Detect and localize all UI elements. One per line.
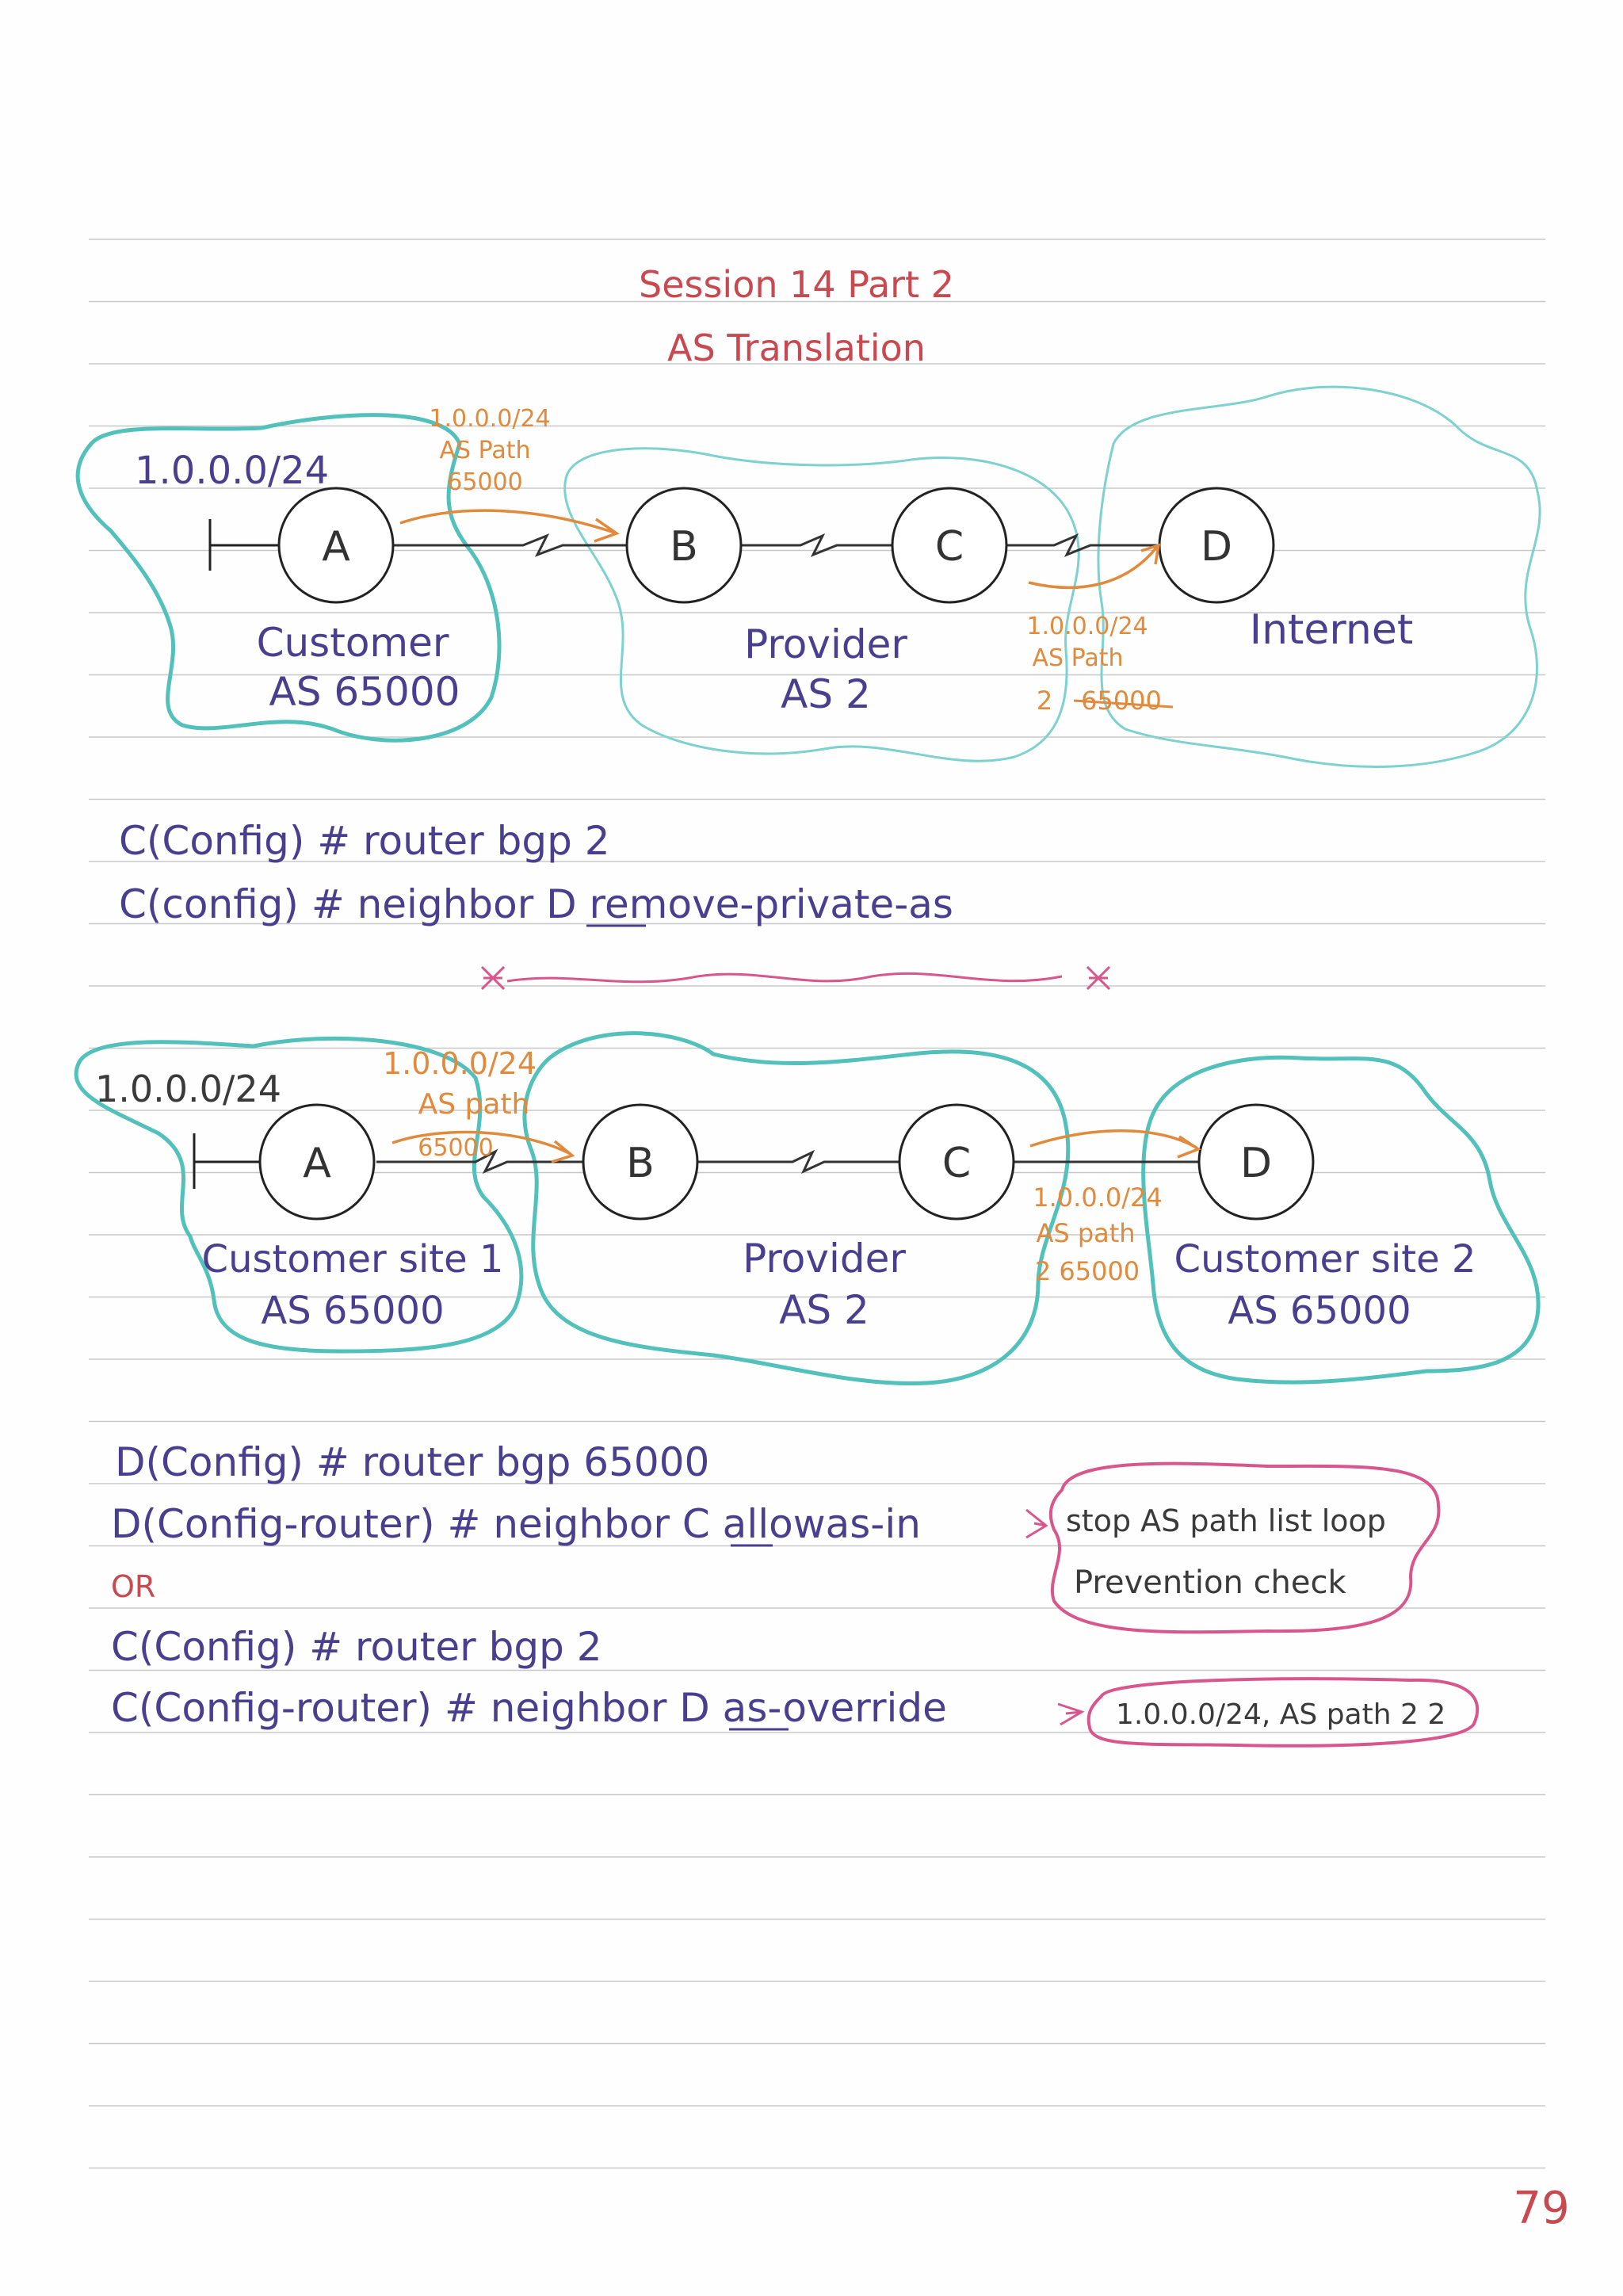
provider2-region-name: Provider (743, 1236, 906, 1282)
router-d-label: D (1201, 523, 1232, 571)
link-c-d (1006, 536, 1157, 555)
adv2-prefix: 1.0.0.0/24 (1026, 613, 1148, 640)
router-a-label: A (322, 523, 350, 571)
adv2-path: 2 (1037, 686, 1052, 716)
router-a-2: A (260, 1105, 374, 1219)
router-c: C (892, 488, 1006, 602)
or-label: OR (111, 1569, 155, 1604)
allowas-note-line1: stop AS path list loop (1066, 1503, 1386, 1538)
router-a: A (279, 488, 393, 602)
adv1-label: AS Path (439, 437, 530, 464)
adv2-label: AS Path (1032, 644, 1123, 672)
adv2-struck-as: 65000 (1081, 686, 1162, 716)
diagram-1: A B C D 1.0.0.0/24 1.0.0.0/24 AS Path 65… (78, 387, 1540, 766)
router-d: D (1159, 488, 1274, 602)
site1-region-name: Customer site 1 (202, 1237, 504, 1282)
customer-region-name: Customer (257, 620, 449, 666)
link-b-c (741, 536, 892, 555)
diagram-2: A B C D 1.0.0.0/24 1.0.0.0/24 AS path 65… (76, 1033, 1538, 1384)
router-c-2-label: C (942, 1140, 971, 1187)
session-title: Session 14 Part 2 (639, 263, 954, 306)
config1-line1: C(Config) # router bgp 2 (119, 818, 610, 864)
site2-region-name: Customer site 2 (1174, 1237, 1476, 1282)
router-b: B (627, 488, 741, 602)
router-b-2-label: B (626, 1140, 655, 1187)
router-d-2: D (1199, 1105, 1313, 1219)
customer-region-as: AS 65000 (269, 669, 460, 715)
adv3-prefix: 1.0.0.0/24 (383, 1046, 537, 1081)
adv3-label: AS path (418, 1088, 530, 1121)
router-a-2-label: A (303, 1140, 331, 1187)
provider-region-as: AS 2 (781, 671, 871, 717)
router-b-label: B (670, 523, 698, 571)
link-b-c-2 (697, 1152, 899, 1171)
site2-region-as: AS 65000 (1228, 1289, 1411, 1333)
config2-line3: C(Config) # router bgp 2 (111, 1624, 602, 1670)
advertisement-arrow-4 (1030, 1131, 1197, 1148)
internet-region-name: Internet (1250, 606, 1413, 654)
prefix-label-1: 1.0.0.0/24 (135, 449, 329, 493)
adv4-path: 2 65000 (1035, 1256, 1140, 1286)
provider2-region-as: AS 2 (779, 1287, 869, 1333)
advertisement-arrow-2 (1029, 547, 1157, 587)
adv1-prefix: 1.0.0.0/24 (429, 405, 550, 433)
adv1-path: 65000 (447, 468, 522, 496)
customer-site2-region (1144, 1057, 1538, 1382)
internet-region (1098, 387, 1540, 766)
provider-region-name: Provider (744, 621, 907, 667)
router-b-2: B (583, 1105, 697, 1219)
override-note-text: 1.0.0.0/24, AS path 2 2 (1116, 1698, 1445, 1731)
note-arrow-1 (1026, 1510, 1046, 1538)
router-c-label: C (935, 523, 964, 571)
allowas-note-box (1051, 1464, 1439, 1633)
adv4-prefix: 1.0.0.0/24 (1033, 1182, 1162, 1213)
topic-title: AS Translation (667, 327, 926, 369)
adv4-label: AS path (1036, 1218, 1135, 1248)
config2-line1: D(Config) # router bgp 65000 (115, 1439, 709, 1485)
advertisement-arrow-1 (400, 510, 614, 533)
allowas-note-line2: Prevention check (1074, 1564, 1347, 1601)
config1-line2: C(config) # neighbor D remove-private-as (119, 881, 953, 927)
adv3-path: 65000 (418, 1134, 493, 1162)
config2-line4: C(Config-router) # neighbor D as-overrid… (111, 1685, 947, 1731)
router-c-2: C (899, 1105, 1014, 1219)
config2-line2: D(Config-router) # neighbor C allowas-in (111, 1501, 921, 1547)
page-number: 79 (1513, 2183, 1569, 2234)
arrowhead-3 (552, 1141, 572, 1162)
site1-region-as: AS 65000 (261, 1289, 444, 1333)
router-d-2-label: D (1240, 1140, 1272, 1187)
prefix-label-2: 1.0.0.0/24 (95, 1068, 281, 1110)
note-arrow-2 (1058, 1704, 1082, 1725)
